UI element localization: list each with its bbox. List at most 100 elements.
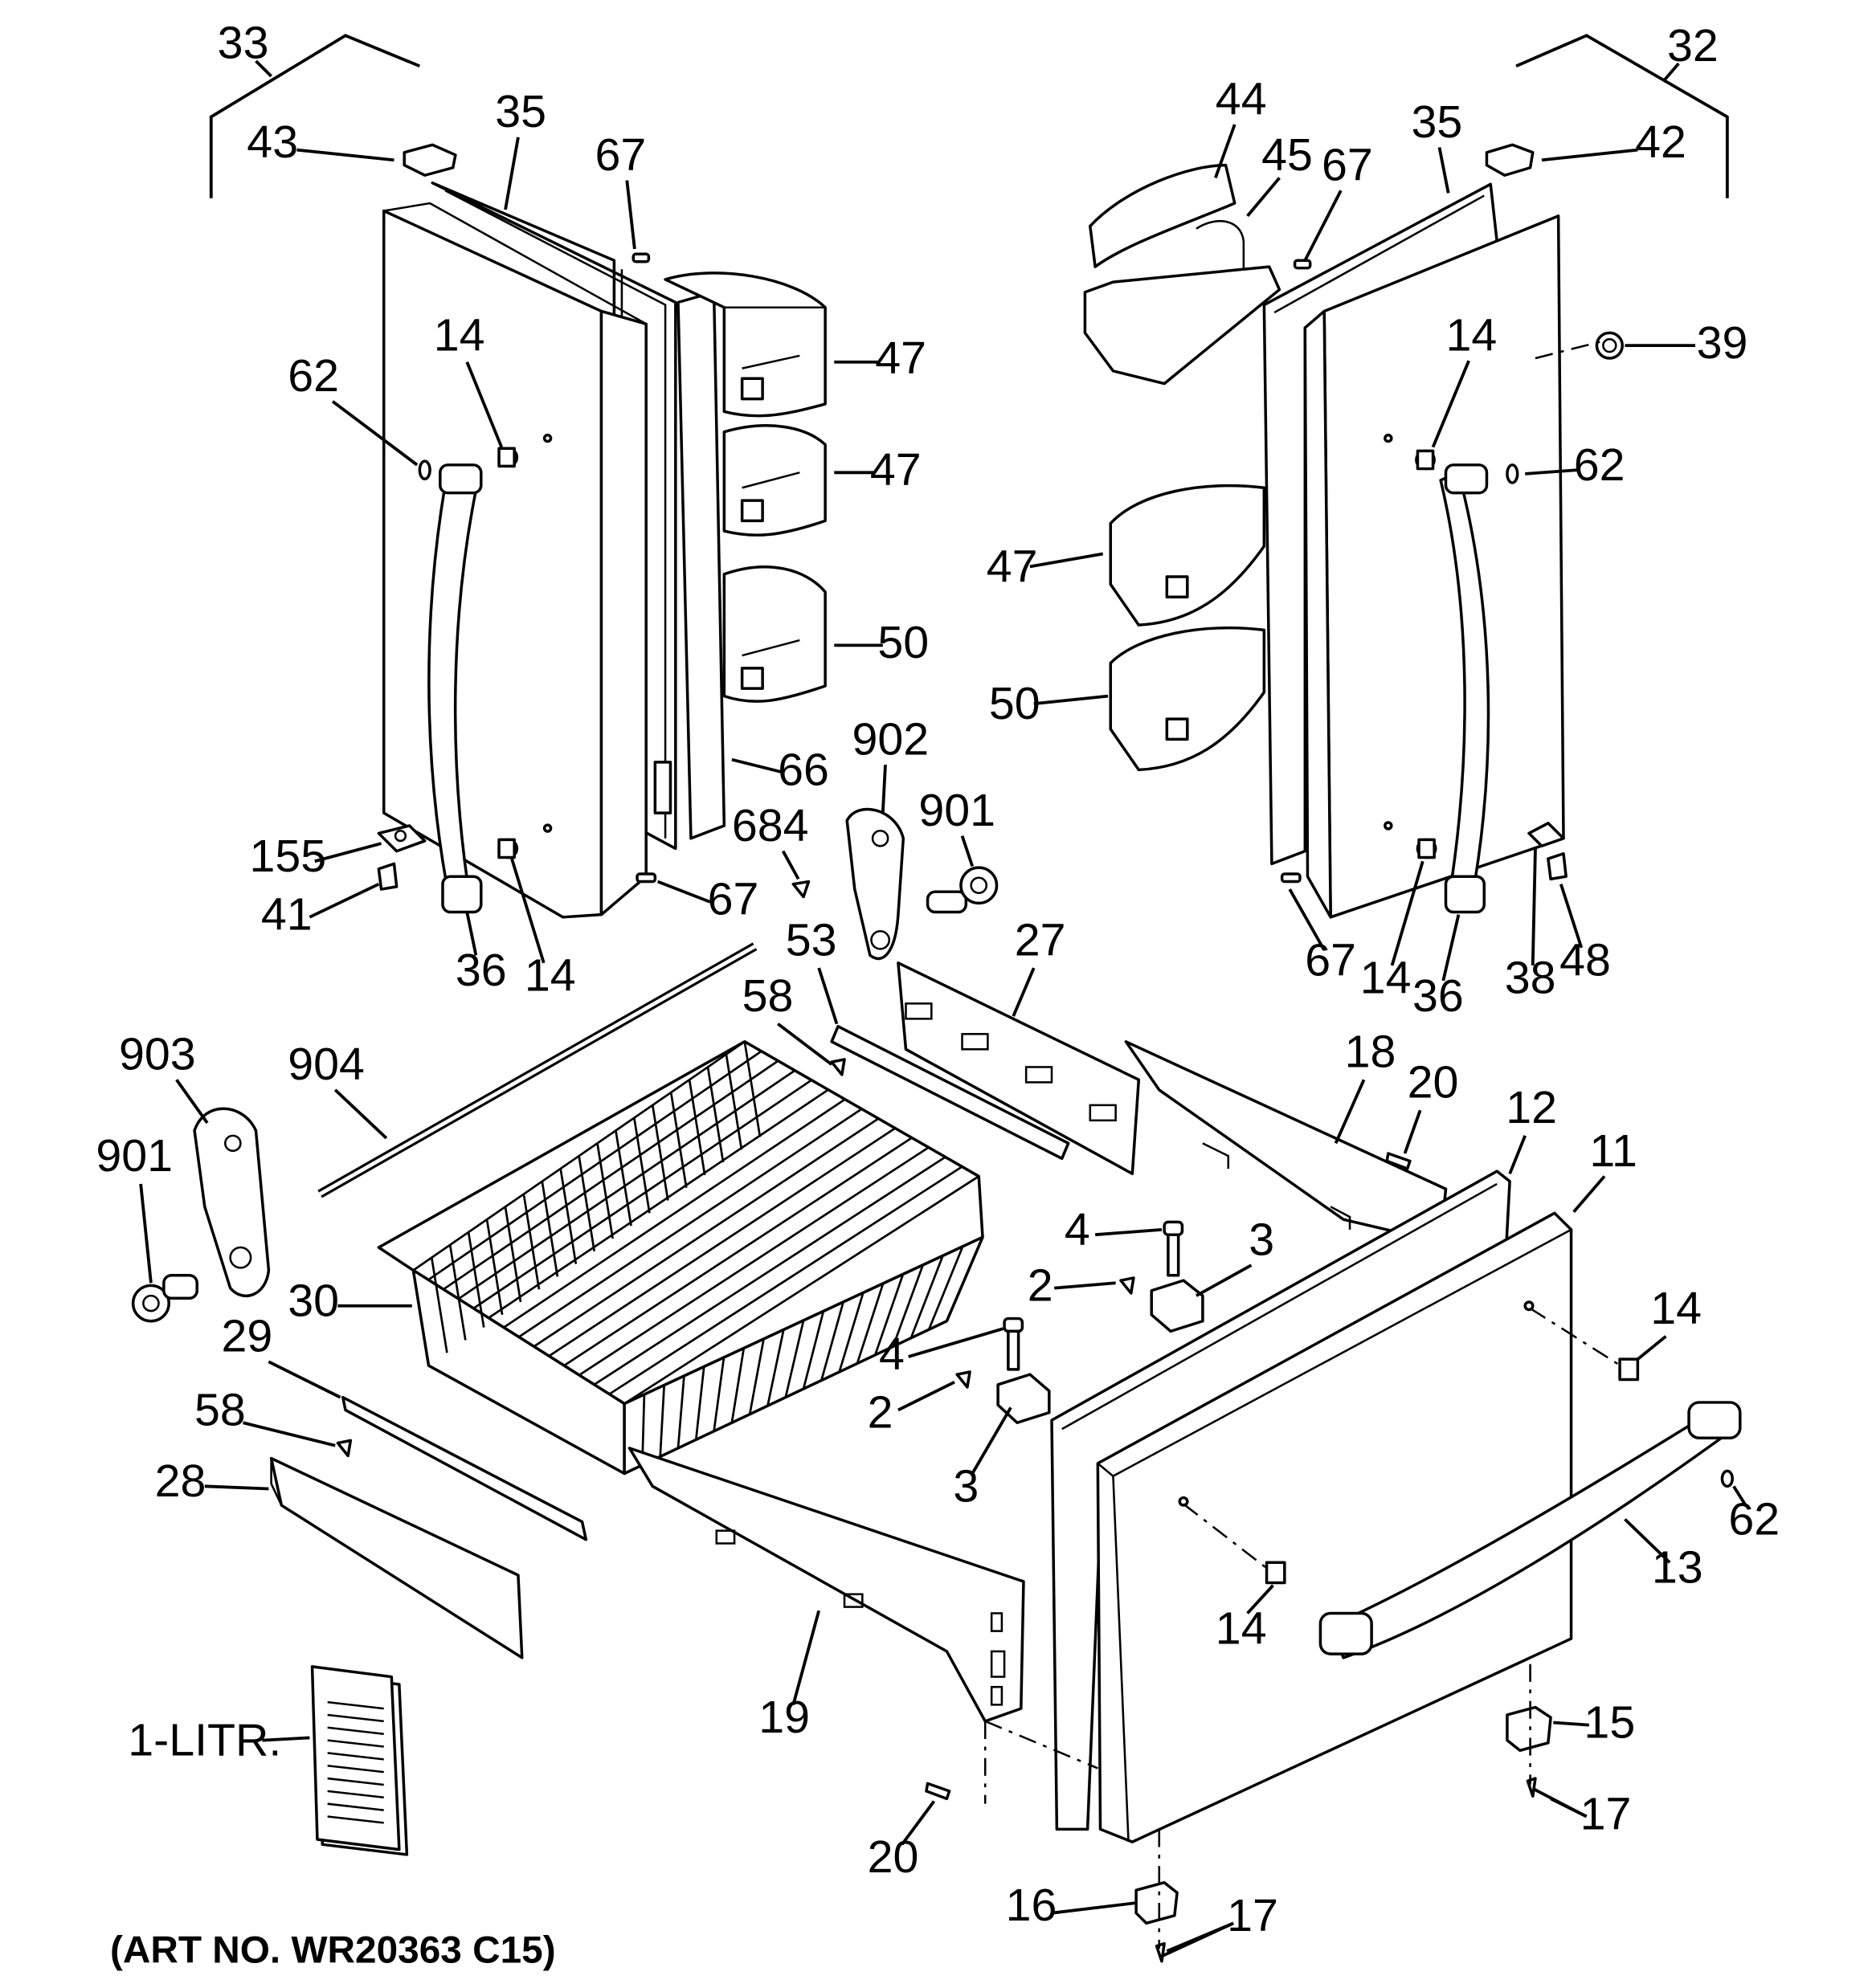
leader-c19 xyxy=(791,1610,821,1705)
callout-c53: 53 xyxy=(786,914,837,965)
literature-line xyxy=(327,1764,384,1774)
leader-c11 xyxy=(1572,1175,1606,1213)
leader-c53 xyxy=(817,967,839,1025)
leader-c901a xyxy=(960,835,975,867)
callout-c4a: 4 xyxy=(1065,1204,1090,1255)
callout-c66: 66 xyxy=(778,745,829,796)
leader-c62b xyxy=(1525,468,1578,476)
basket-wire xyxy=(688,1080,706,1176)
leader-c20b xyxy=(901,1800,936,1846)
bracket-32 xyxy=(1515,34,1729,198)
literature-line xyxy=(327,1777,384,1786)
basket-wire xyxy=(548,1127,896,1357)
basket-wire xyxy=(504,1206,522,1303)
leader-c4b xyxy=(908,1327,1004,1358)
callout-c47b: 47 xyxy=(870,444,922,496)
hinge-cap-43 xyxy=(403,143,457,177)
callout-c1litr: 1-LITR. xyxy=(128,1715,281,1766)
callout-c15: 15 xyxy=(1584,1697,1635,1749)
leader-c15 xyxy=(1553,1721,1589,1727)
rail-53 xyxy=(830,1025,1070,1161)
leader-c27 xyxy=(1012,967,1036,1017)
literature-line xyxy=(327,1802,384,1811)
basket-wire xyxy=(743,1041,762,1137)
leader-c155 xyxy=(314,842,382,863)
basket-wire xyxy=(596,1143,614,1239)
leader-c62c xyxy=(1732,1485,1748,1508)
basket-wire xyxy=(578,1155,596,1251)
basket-wire xyxy=(467,1231,485,1328)
basket-wire xyxy=(730,1348,746,1423)
leader-c42 xyxy=(1541,148,1638,162)
callout-c50a: 50 xyxy=(877,617,929,668)
leader-c62a xyxy=(331,400,419,467)
assembly-center-lines xyxy=(983,339,1623,1949)
leader-c58b xyxy=(243,1421,336,1447)
leader-c35b xyxy=(1437,147,1450,194)
leader-c35a xyxy=(504,137,520,210)
callout-c58a: 58 xyxy=(742,970,794,1022)
basket-wire xyxy=(748,1338,765,1414)
leader-c3a xyxy=(1196,1263,1253,1297)
basket-wire xyxy=(694,1366,705,1440)
leader-c903 xyxy=(175,1079,209,1125)
callout-c27: 27 xyxy=(1015,914,1066,965)
leader-c67b xyxy=(1303,190,1343,262)
basket-wire xyxy=(443,1059,779,1291)
callout-c16: 16 xyxy=(1006,1880,1057,1931)
bushing-48 xyxy=(1547,852,1568,881)
callout-c32: 32 xyxy=(1667,20,1719,71)
callout-c3a: 3 xyxy=(1249,1214,1274,1266)
callout-c47c: 47 xyxy=(987,541,1038,592)
callout-c30: 30 xyxy=(288,1276,339,1327)
basket-wire xyxy=(427,1050,762,1281)
basket-wire xyxy=(563,1137,913,1367)
basket-wire xyxy=(472,1079,812,1310)
leader-c13 xyxy=(1624,1518,1671,1564)
basket-wire xyxy=(488,1088,829,1319)
basket-wire xyxy=(615,1130,632,1227)
leader-c20a xyxy=(1403,1109,1422,1154)
foot-16 xyxy=(1134,1880,1179,1925)
leader-c14d xyxy=(1390,860,1425,966)
leader-c29 xyxy=(268,1360,341,1399)
basket-wire xyxy=(706,1067,725,1163)
callout-c14a: 14 xyxy=(434,310,485,361)
callout-c12: 12 xyxy=(1506,1082,1557,1133)
basket-wire xyxy=(802,1311,825,1390)
leader-c48 xyxy=(1559,884,1584,949)
panel-27 xyxy=(897,961,1141,1176)
callout-c14c: 14 xyxy=(525,950,576,1002)
slide-18 xyxy=(1124,1040,1448,1244)
leader-c18 xyxy=(1334,1079,1366,1145)
leader-c14f xyxy=(1246,1584,1274,1614)
callout-c39: 39 xyxy=(1697,317,1748,369)
left-door-assembly xyxy=(377,143,726,919)
basket-wire xyxy=(725,1054,743,1150)
cap-39 xyxy=(1595,331,1624,360)
callout-c36b: 36 xyxy=(1412,970,1464,1022)
callout-c50b: 50 xyxy=(989,678,1040,729)
leader-c2b xyxy=(897,1380,955,1412)
screw-14-right-lower xyxy=(1416,838,1437,859)
leader-c3b xyxy=(971,1406,1012,1475)
screw-20-upper xyxy=(1385,1152,1412,1170)
basket-wire xyxy=(541,1181,559,1277)
callout-c18: 18 xyxy=(1345,1027,1396,1078)
screw-14-left-upper xyxy=(497,447,519,468)
callout-c44: 44 xyxy=(1216,74,1267,125)
literature-line xyxy=(327,1739,384,1748)
screw-4-upper xyxy=(1163,1220,1184,1277)
screw-2-upper xyxy=(1119,1276,1135,1295)
basket-wire xyxy=(485,1219,504,1316)
callout-c35a: 35 xyxy=(495,86,546,137)
leader-c16 xyxy=(1051,1901,1137,1915)
callout-c67a: 67 xyxy=(595,129,646,181)
callout-c3b: 3 xyxy=(953,1460,979,1512)
art-number: (ART NO. WR20363 C15) xyxy=(110,1929,556,1972)
bracket-33 xyxy=(209,34,421,198)
screw-684 xyxy=(791,880,811,899)
leader-c1litr xyxy=(262,1736,310,1742)
